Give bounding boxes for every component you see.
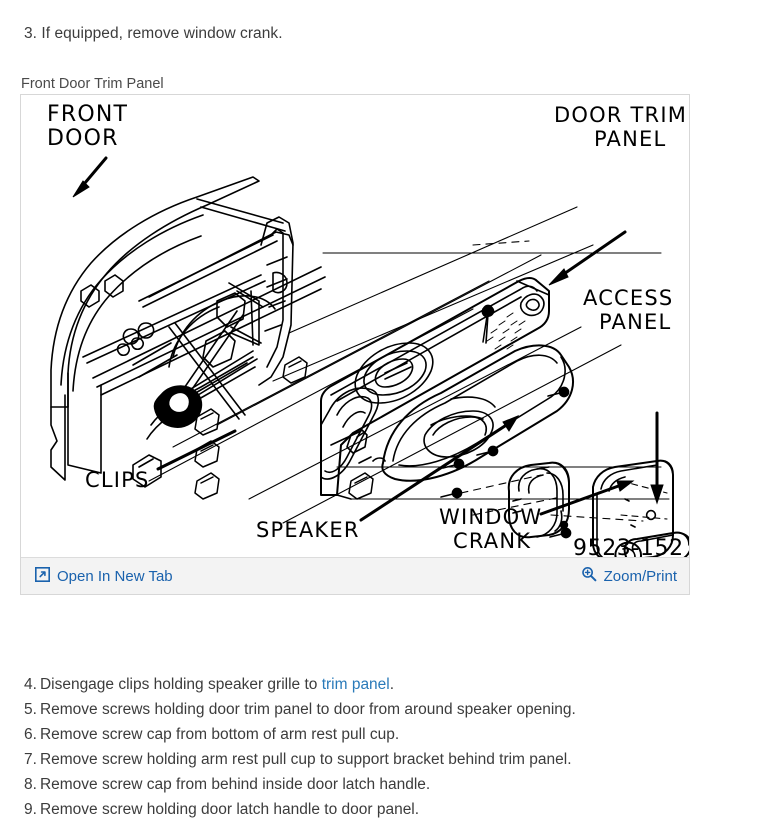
diagram-svg: FRONT DOOR DOOR TRIM PANEL ACCESS PANEL … xyxy=(21,95,689,557)
step-3: 3. If equipped, remove window crank. xyxy=(24,25,283,43)
step-8-number: 8. xyxy=(24,776,37,793)
figure-part-number: 9523-152 xyxy=(573,536,684,557)
step-9: 9.Remove screw holding door latch handle… xyxy=(24,797,724,822)
step-8: 8.Remove screw cap from behind inside do… xyxy=(24,772,724,797)
label-front-door-line2: DOOR xyxy=(47,126,119,151)
step-4: 4.Disengage clips holding speaker grille… xyxy=(24,672,724,697)
door-trim-panel-diagram[interactable]: FRONT DOOR DOOR TRIM PANEL ACCESS PANEL … xyxy=(21,95,689,557)
label-clips: CLIPS xyxy=(85,468,150,492)
step-7-text: Remove screw holding arm rest pull cup t… xyxy=(39,751,572,768)
label-door-trim-line1: DOOR TRIM xyxy=(554,103,687,127)
step-6-number: 6. xyxy=(24,726,37,743)
step-9-number: 9. xyxy=(24,801,37,818)
label-window-crank-line2: CRANK xyxy=(453,529,531,553)
step-5-text: Remove screws holding door trim panel to… xyxy=(39,701,576,718)
step-7: 7.Remove screw holding arm rest pull cup… xyxy=(24,747,724,772)
step-3-number: 3. xyxy=(24,25,38,42)
figure-card: FRONT DOOR DOOR TRIM PANEL ACCESS PANEL … xyxy=(20,94,690,595)
step-4-text-before: Disengage clips holding speaker grille t… xyxy=(39,676,322,693)
label-window-crank-line1: WINDOW xyxy=(439,505,542,529)
label-door-trim-line2: PANEL xyxy=(594,127,666,151)
zoom-print-label: Zoom/Print xyxy=(603,567,677,585)
trim-panel-link[interactable]: trim panel xyxy=(321,676,390,693)
step-4-number: 4. xyxy=(24,676,37,693)
open-in-new-tab-label: Open In New Tab xyxy=(57,567,173,585)
magnifier-plus-icon xyxy=(581,566,597,586)
figure-toolbar: Open In New Tab Zoom/Print xyxy=(21,557,689,594)
step-7-number: 7. xyxy=(24,751,37,768)
step-5: 5.Remove screws holding door trim panel … xyxy=(24,697,724,722)
label-speaker: SPEAKER xyxy=(256,518,360,542)
step-6: 6.Remove screw cap from bottom of arm re… xyxy=(24,722,724,747)
label-access-line1: ACCESS xyxy=(583,286,673,310)
step-3-text: If equipped, remove window crank. xyxy=(41,25,283,42)
zoom-print-button[interactable]: Zoom/Print xyxy=(581,566,677,586)
procedure-steps-list: 4.Disengage clips holding speaker grille… xyxy=(24,672,724,822)
step-5-number: 5. xyxy=(24,701,37,718)
external-link-icon xyxy=(35,566,50,586)
step-6-text: Remove screw cap from bottom of arm rest… xyxy=(39,726,400,743)
open-in-new-tab-button[interactable]: Open In New Tab xyxy=(35,566,173,586)
label-access-line2: PANEL xyxy=(599,310,671,334)
figure-caption: Front Door Trim Panel xyxy=(21,76,164,92)
label-front-door-line1: FRONT xyxy=(47,102,128,127)
step-9-text: Remove screw holding door latch handle t… xyxy=(39,801,420,818)
step-8-text: Remove screw cap from behind inside door… xyxy=(39,776,431,793)
step-4-text-after: . xyxy=(389,676,395,693)
